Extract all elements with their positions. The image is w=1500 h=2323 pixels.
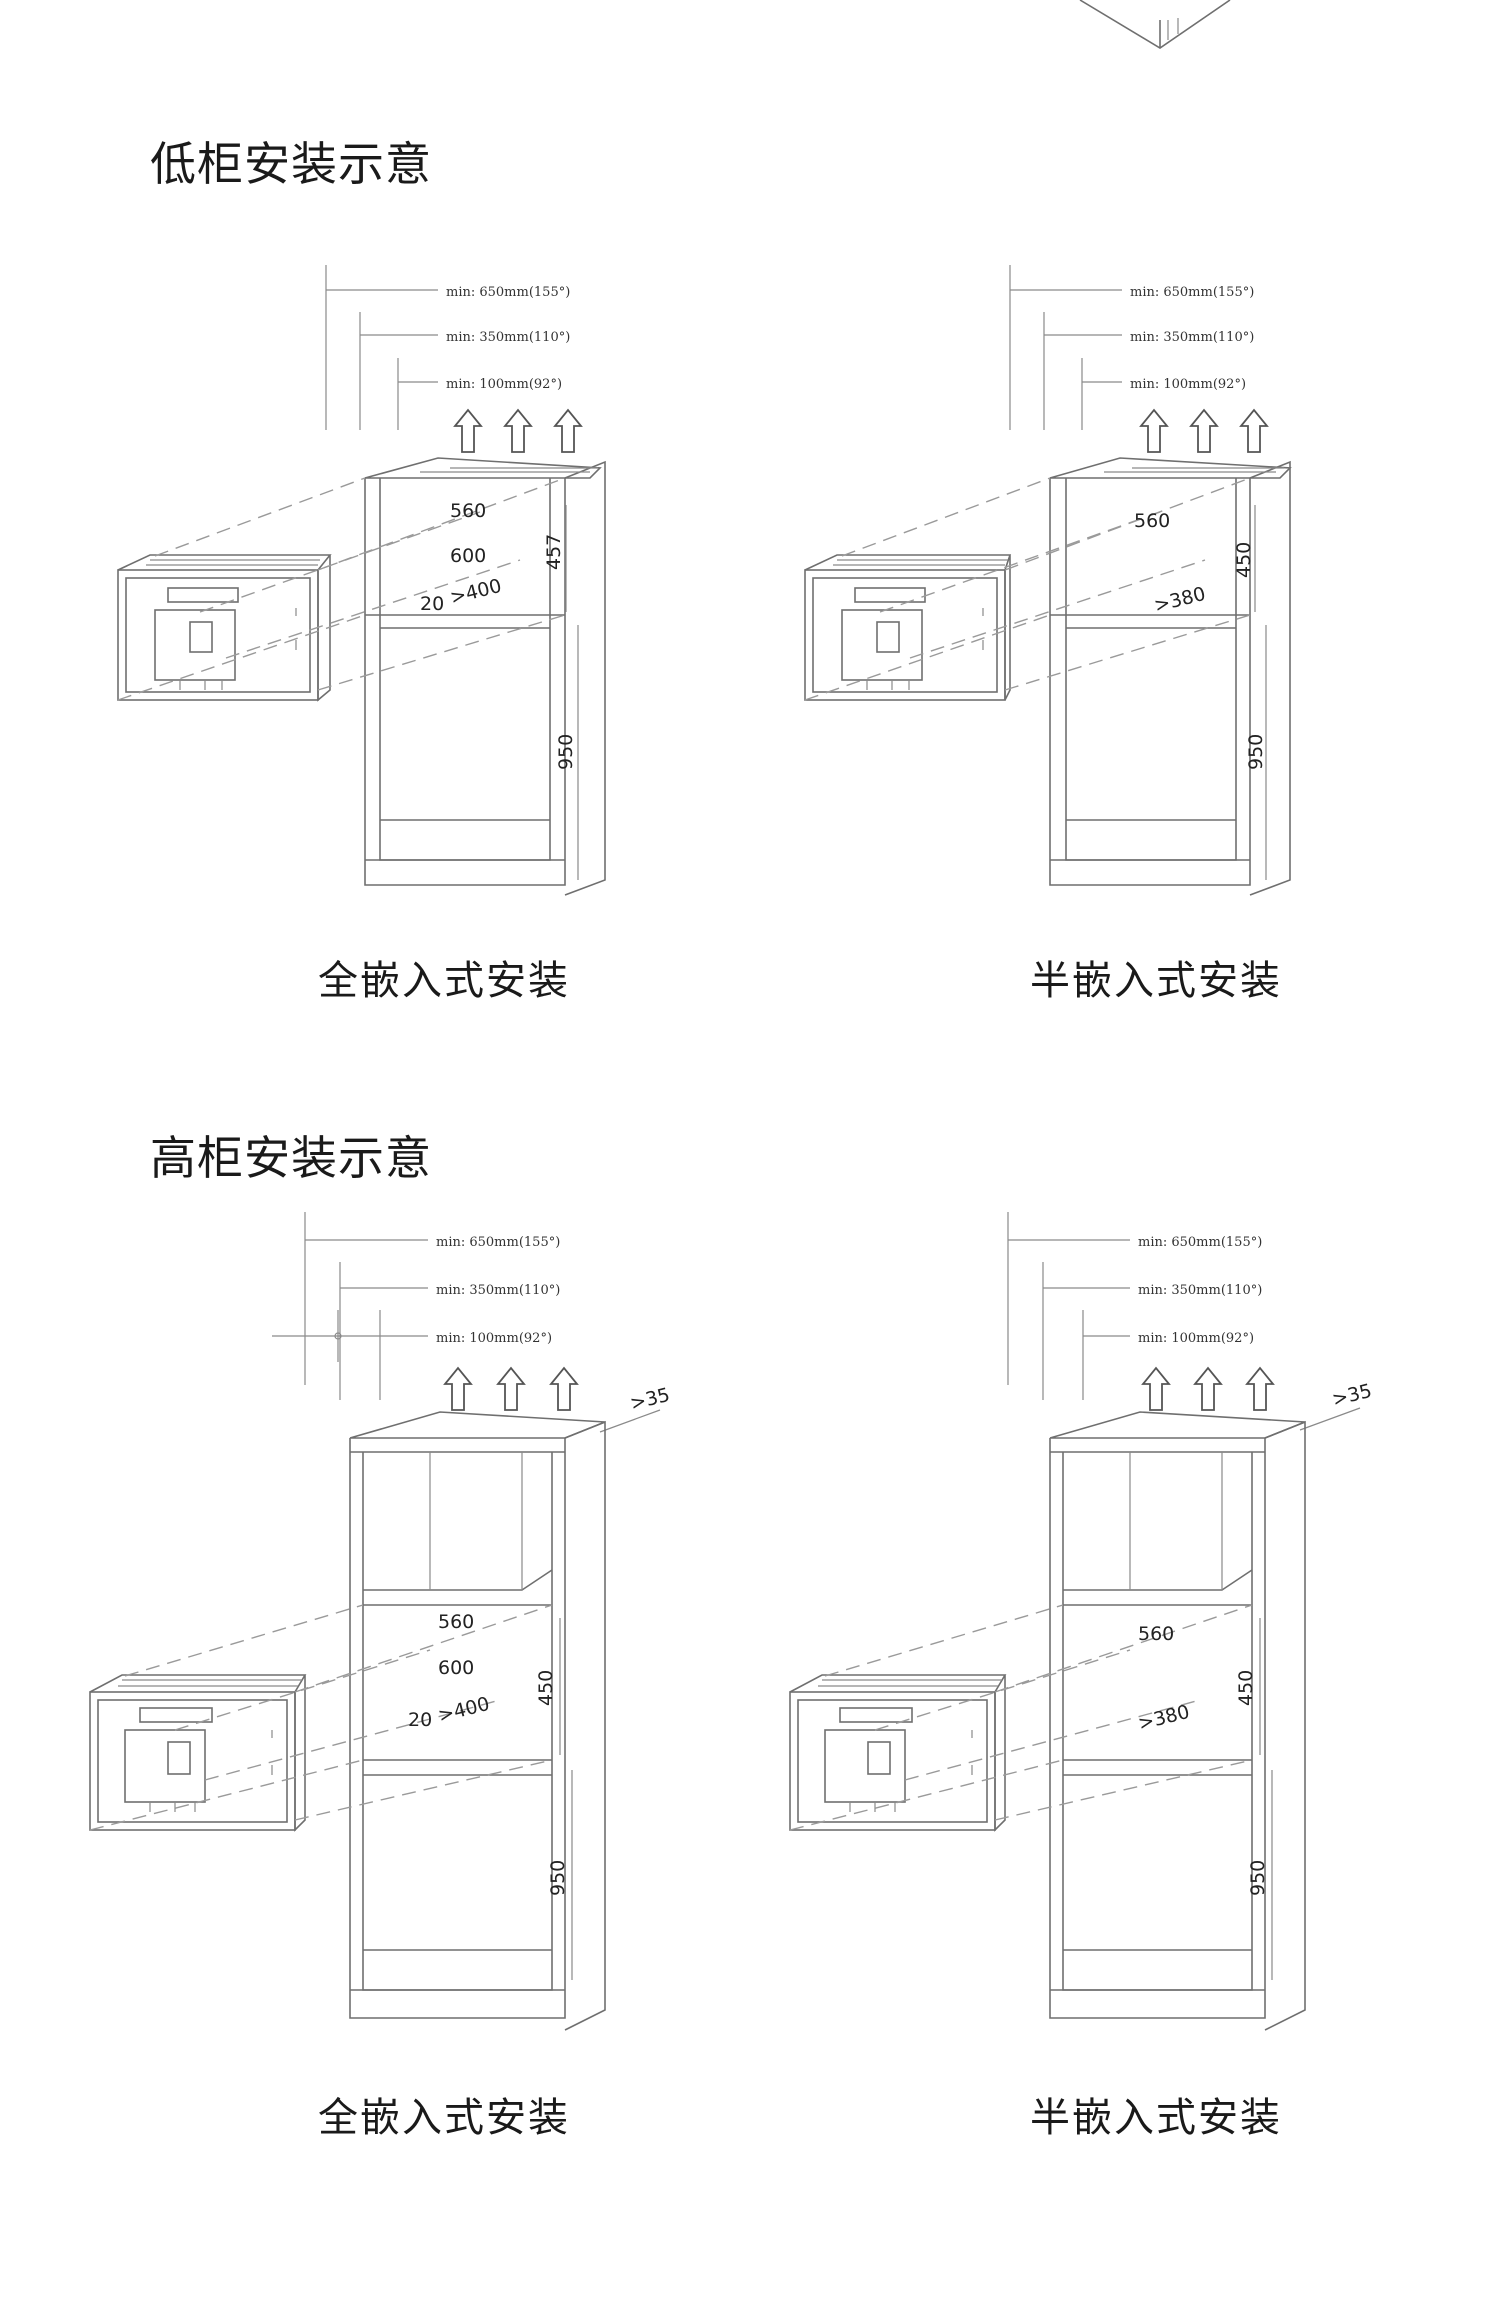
dim-niche-height: 450 <box>535 1670 557 1706</box>
vent-arrow-icon <box>1139 408 1169 453</box>
vent-arrow-icon <box>1239 408 1269 453</box>
vent-arrow-icon <box>1141 1366 1171 1411</box>
diagram-low-full: min: 650mm(155°) min: 350mm(110°) min: 1… <box>117 265 606 896</box>
vent-arrow-icon <box>496 1366 526 1411</box>
dim-base-height: 950 <box>1247 1860 1269 1896</box>
dim-width: 560 <box>438 1611 474 1633</box>
clearance-label: min: 100mm(92°) <box>1130 377 1246 392</box>
dim-niche-height: 457 <box>543 534 565 570</box>
clearance-label: min: 100mm(92°) <box>1138 1331 1254 1346</box>
dim-niche-height: 450 <box>1233 542 1255 578</box>
dim-vent: >380 <box>1136 1701 1192 1735</box>
clearance-label: min: 650mm(155°) <box>446 285 570 300</box>
vent-arrow-icon <box>553 408 583 453</box>
vent-arrow-icon <box>1193 1366 1223 1411</box>
vent-arrow-icon <box>453 408 483 453</box>
dim-vent: >380 <box>1152 583 1208 617</box>
clearance-label: min: 100mm(92°) <box>446 377 562 392</box>
diagram-tall-half: min: 650mm(155°) min: 350mm(110°) min: 1… <box>789 1212 1374 2031</box>
dim-top-gap: >35 <box>628 1384 672 1415</box>
dim-width: 560 <box>450 500 486 522</box>
partial-cabinet-sketch <box>1079 0 1231 49</box>
dim-base-height: 950 <box>555 734 577 770</box>
diagram-low-half: min: 650mm(155°) min: 350mm(110°) min: 1… <box>804 265 1292 896</box>
clearance-label: min: 350mm(110°) <box>1130 330 1254 345</box>
clearance-label: min: 350mm(110°) <box>436 1283 560 1298</box>
caption-tall-full: 全嵌入式安装 <box>318 2095 570 2141</box>
dim-base-height: 950 <box>547 1860 569 1896</box>
dim-width: 560 <box>1134 510 1170 532</box>
vent-arrow-icon <box>1245 1366 1275 1411</box>
caption-tall-half: 半嵌入式安装 <box>1030 2095 1282 2141</box>
clearance-label: min: 350mm(110°) <box>446 330 570 345</box>
clearance-label: min: 350mm(110°) <box>1138 1283 1262 1298</box>
dim-gap: 20 <box>420 593 444 615</box>
section-title-tall-cabinet: 高柜安装示意 <box>150 1131 432 1185</box>
clearance-label: min: 650mm(155°) <box>1138 1235 1262 1250</box>
vent-arrow-icon <box>443 1366 473 1411</box>
dim-top-gap: >35 <box>1330 1380 1374 1411</box>
vent-arrow-icon <box>549 1366 579 1411</box>
dim-vent: >400 <box>436 1693 492 1727</box>
dim-niche-height: 450 <box>1235 1670 1257 1706</box>
dim-depth: 600 <box>450 545 486 567</box>
dim-gap: 20 <box>408 1709 432 1731</box>
dim-base-height: 950 <box>1245 734 1267 770</box>
clearance-label: min: 650mm(155°) <box>1130 285 1254 300</box>
clearance-label: min: 650mm(155°) <box>436 1235 560 1250</box>
dim-depth: 600 <box>438 1657 474 1679</box>
dim-vent: >400 <box>448 575 504 609</box>
section-title-low-cabinet: 低柜安装示意 <box>150 137 432 191</box>
clearance-label: min: 100mm(92°) <box>436 1331 552 1346</box>
dim-width: 560 <box>1138 1623 1174 1645</box>
diagram-tall-full: min: 650mm(155°) min: 350mm(110°) min: 1… <box>89 1212 672 2031</box>
vent-arrow-icon <box>503 408 533 453</box>
caption-low-half: 半嵌入式安装 <box>1030 958 1282 1004</box>
caption-low-full: 全嵌入式安装 <box>318 958 570 1004</box>
vent-arrow-icon <box>1189 408 1219 453</box>
